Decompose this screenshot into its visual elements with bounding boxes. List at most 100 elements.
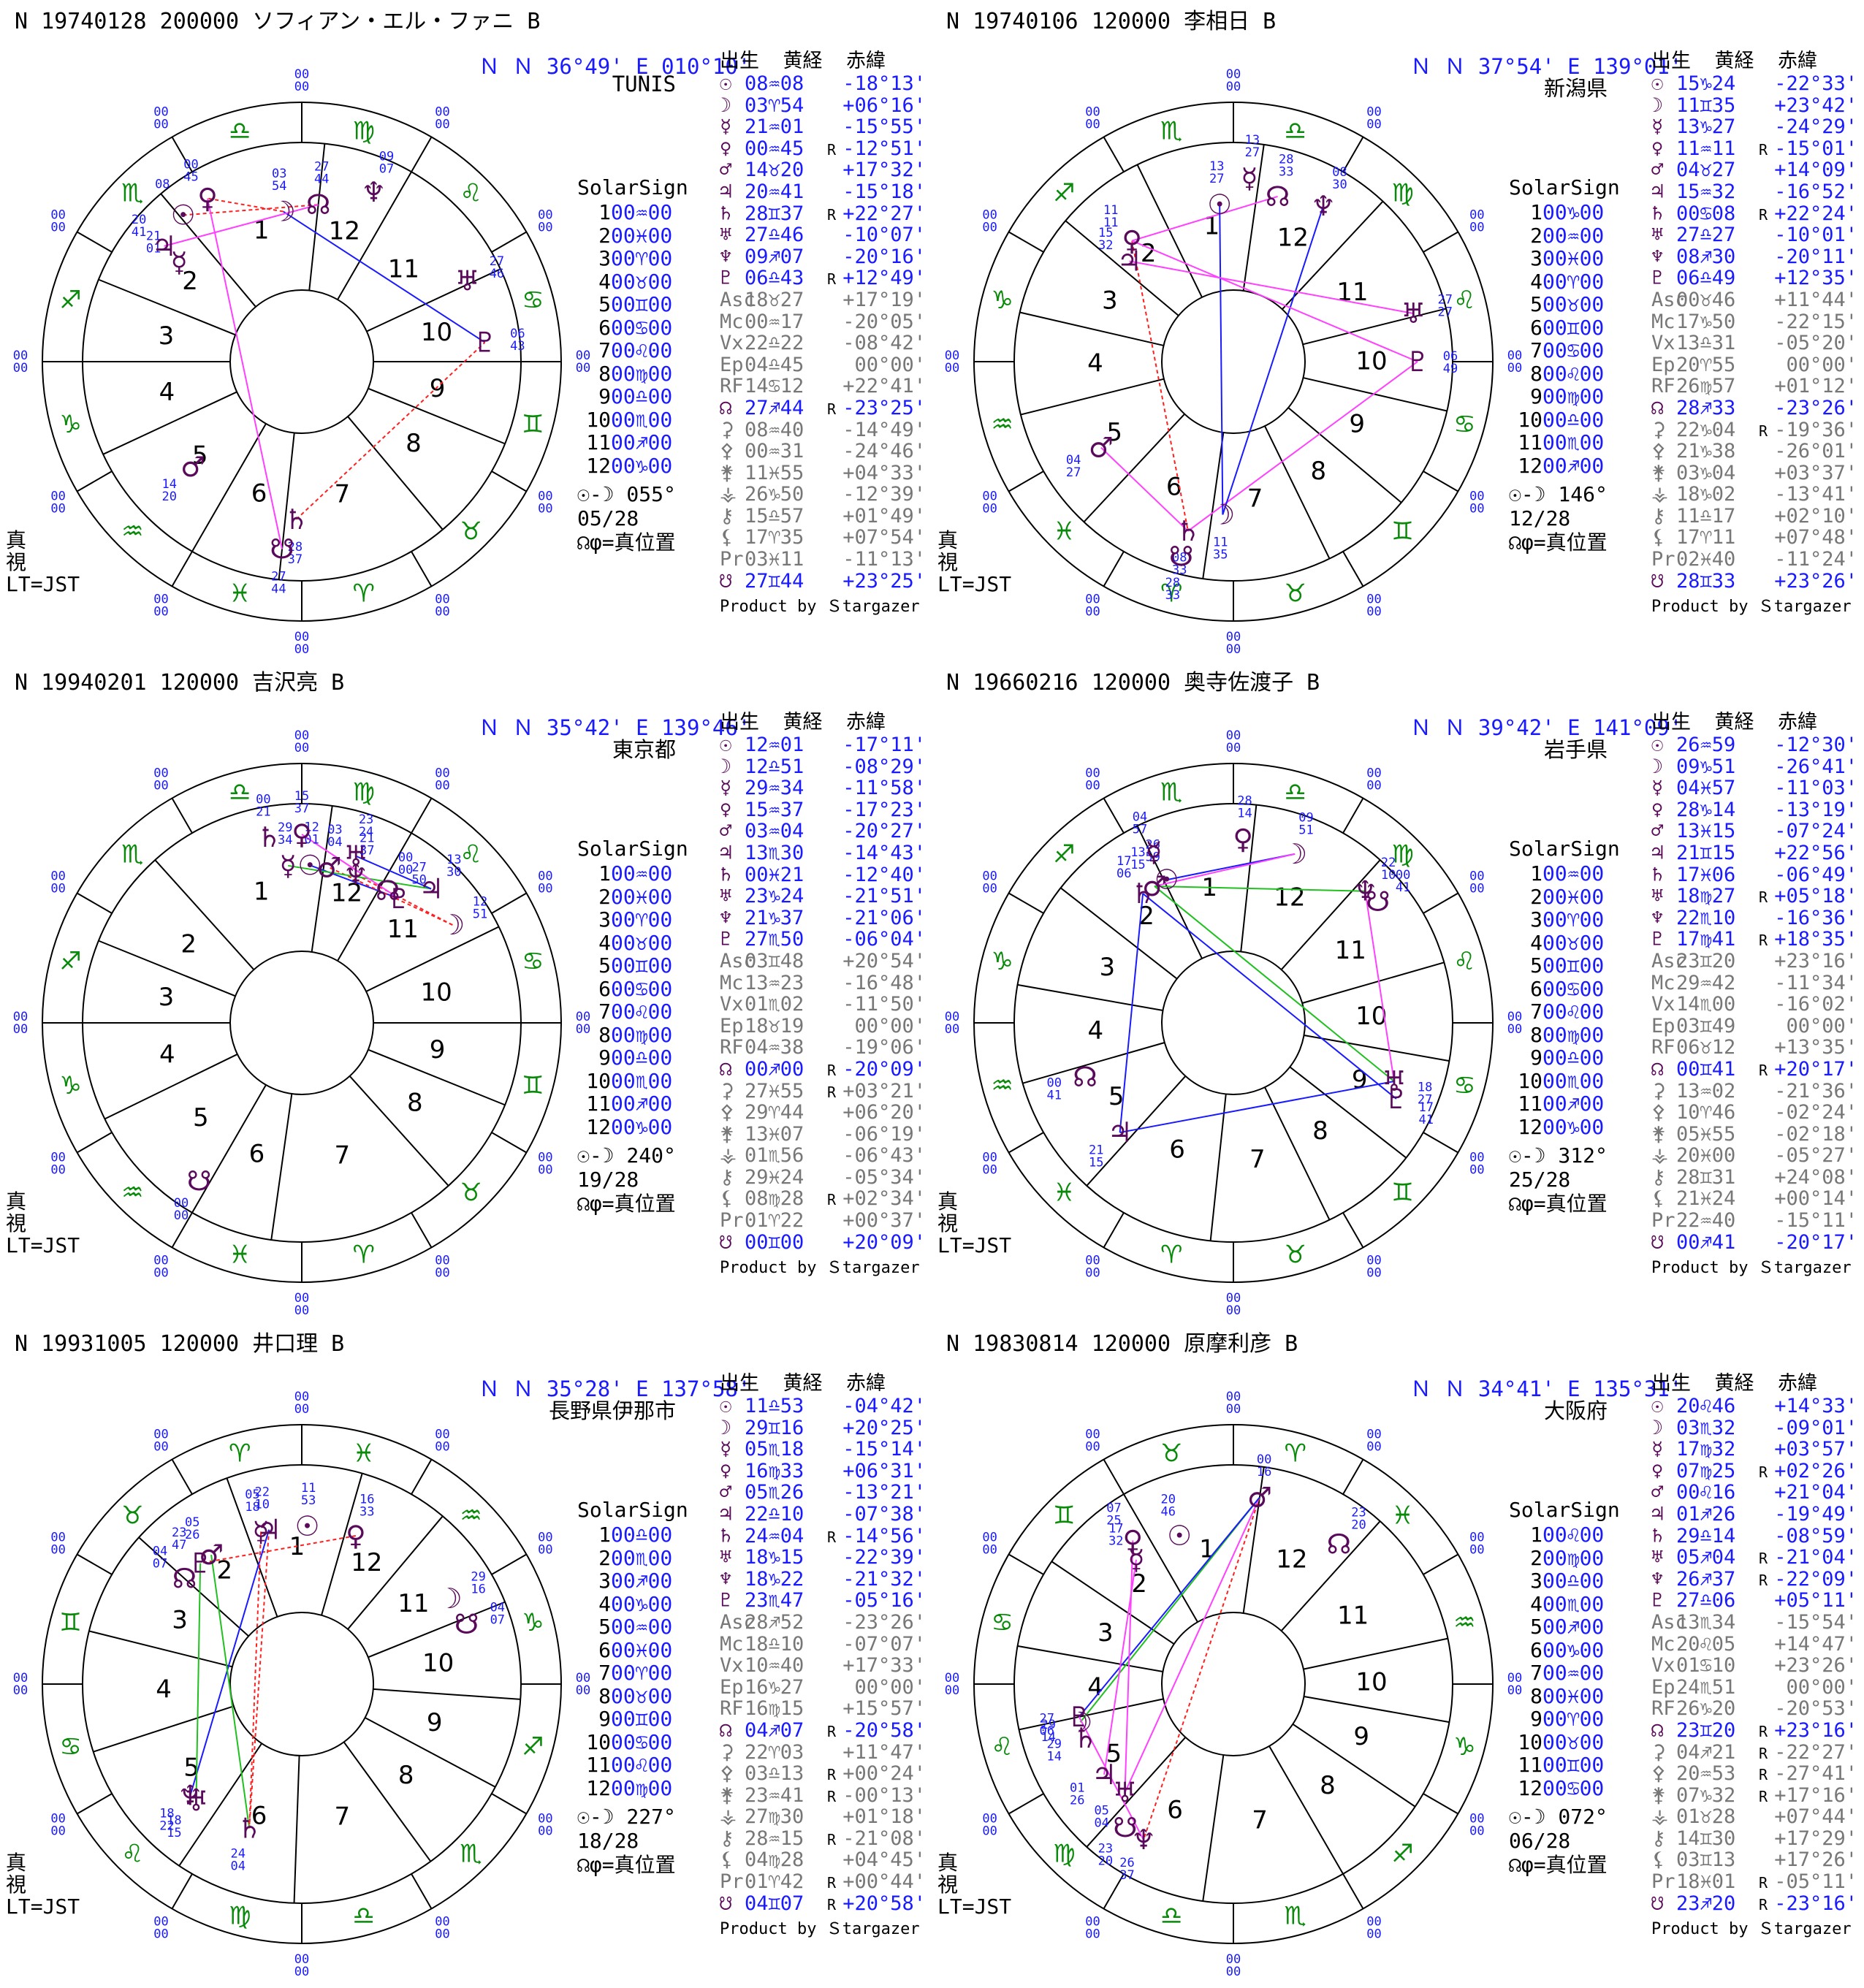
cusp-degree: 00 — [945, 1671, 959, 1686]
solar-sign-row: 600♊00 — [1509, 316, 1620, 340]
node-note: ☊φ=真位置 — [1509, 1853, 1608, 1877]
cusp-minute: 00 — [538, 1824, 552, 1839]
cusp-minute: 00 — [1085, 779, 1100, 793]
apparent-label: 視 — [937, 1211, 959, 1235]
aspect-line — [1124, 1497, 1260, 1793]
planet-declination: +22°41' — [842, 375, 926, 398]
planet-row: Asc03♊48+20°54' — [720, 951, 926, 972]
planet-degree: 28 — [1237, 793, 1252, 808]
planet-longitude: 17♍32 — [1676, 1438, 1736, 1461]
planet-longitude: 03♓11 — [745, 548, 804, 571]
sign-divider — [77, 892, 113, 914]
cusp-degree: 00 — [153, 105, 168, 120]
cusp-degree: 00 — [50, 1531, 65, 1545]
planet-row: ♀15♒37-17°23' — [720, 799, 926, 821]
planet-degree: 00 — [1257, 1452, 1271, 1467]
planet-row: ♃20♒41-15°18' — [720, 181, 926, 203]
planet-degree: 04 — [1133, 810, 1147, 824]
planet-symbol: ⚶ — [720, 1805, 737, 1829]
house-cusp — [1136, 825, 1203, 959]
solar-sign-value: 00♉00 — [611, 930, 673, 955]
cusp-degree: 00 — [576, 349, 590, 363]
planet-glyph: ♅ — [1382, 1065, 1407, 1097]
planet-degree: 37 — [288, 552, 303, 567]
sign-glyph: ♐ — [59, 947, 81, 976]
planet-degree: 24 — [231, 1847, 246, 1862]
planet-glyph: ☉ — [297, 849, 322, 881]
planet-row: ♇06♎49+12°35' — [1651, 267, 1857, 289]
planet-row: ☿21♒01-15°55' — [720, 116, 926, 138]
house-cusp — [368, 387, 506, 445]
planet-declination: -16°36' — [1774, 906, 1857, 929]
planet-longitude: 28♊37 — [745, 202, 804, 225]
house-number: 2 — [1138, 902, 1154, 931]
cusp-minute: 00 — [153, 1440, 168, 1455]
planet-declination: +23°16' — [1774, 949, 1857, 972]
sign-divider — [1008, 892, 1044, 914]
solar-sign-row: 400♈00 — [1509, 270, 1620, 294]
sun-moon-angle: ☉-☽ 227° — [577, 1805, 676, 1829]
aspect-line — [1143, 1497, 1260, 1840]
planet-symbol: ⚳ — [720, 1079, 734, 1102]
planet-symbol: Ep — [720, 1675, 744, 1699]
house-number: 6 — [251, 479, 267, 509]
planet-longitude: 27♊44 — [745, 569, 804, 593]
planet-symbol: ☽ — [1651, 1416, 1664, 1439]
planet-declination: -20°53' — [1774, 1697, 1857, 1721]
cusp-degree: 00 — [1366, 1253, 1381, 1268]
planet-declination: +00°44' — [842, 1870, 926, 1894]
planet-longitude: 27♏50 — [745, 928, 804, 951]
planet-row: ♃15♒32-16°52' — [1651, 181, 1857, 203]
cusp-degree: 00 — [1085, 1428, 1100, 1442]
planet-symbol: ⚴ — [1651, 440, 1666, 463]
solar-sign-value: 00♋00 — [611, 1729, 673, 1754]
house-cusp — [226, 1477, 278, 1618]
planet-degree: 00 — [1396, 868, 1410, 883]
planet-longitude: 06♎49 — [1676, 267, 1736, 290]
house-number: 3 — [159, 983, 175, 1012]
sign-glyph: ♑ — [522, 1608, 544, 1637]
solar-sign-row: 900♊00 — [577, 1707, 688, 1731]
planet-degree: 30 — [446, 865, 461, 880]
planet-degree: 15 — [1089, 1155, 1103, 1170]
sign-glyph: ♍ — [353, 117, 375, 146]
house-cusp — [160, 193, 256, 308]
planet-declination: -08°42' — [842, 332, 926, 355]
planet-row: ☽09♑51-26°41' — [1651, 755, 1857, 778]
solar-sign-value: 00♌00 — [611, 338, 673, 362]
planet-longitude: 20♓00 — [1676, 1144, 1736, 1168]
planet-degree: 00 — [398, 863, 413, 877]
retrograde-flag: R — [1758, 1722, 1768, 1740]
planet-row: ☽12♎51-08°29' — [720, 755, 926, 778]
horoscope-wheel: ♋0000♌0000♍0000♎0000♏0000♐0000♑0000♒0000… — [13, 1390, 590, 1979]
retrograde-flag: R — [826, 1061, 837, 1079]
sign-divider — [411, 1459, 433, 1495]
house-cusp — [1086, 1737, 1187, 1848]
sun-moon-angle: ☉-☽ 312° — [1509, 1143, 1608, 1168]
planet-symbol: Pr — [720, 548, 744, 571]
solar-sign-value: 00♌00 — [1542, 1523, 1605, 1547]
planet-symbol: ♅ — [1651, 885, 1664, 908]
solar-sign-value: 00♈00 — [1542, 1707, 1605, 1731]
planet-row: ☿04♓57-11°03' — [1651, 777, 1857, 799]
nn-label: Ｎ Ｎ — [479, 54, 534, 79]
aspect-line — [164, 204, 319, 247]
planet-longitude: 01♉28 — [1676, 1805, 1736, 1829]
planet-symbol: ⚵ — [1651, 1122, 1666, 1146]
planet-degree: 28 — [1279, 153, 1293, 167]
planet-symbol: Pr — [1651, 548, 1675, 571]
planet-degree: 04 — [1066, 453, 1081, 468]
solar-sign-row: 800♍00 — [577, 1023, 688, 1047]
planet-declination: +17°16' — [1774, 1783, 1857, 1807]
planet-degree: 06 — [1039, 1724, 1054, 1738]
timezone-label: LT=JST — [937, 1233, 1012, 1257]
cusp-minute: 00 — [982, 1824, 997, 1839]
cusp-minute: 00 — [294, 80, 309, 94]
chart-title: N 19940201 120000 吉沢亮 B — [15, 670, 345, 696]
planet-degree: 23 — [1098, 1841, 1113, 1856]
